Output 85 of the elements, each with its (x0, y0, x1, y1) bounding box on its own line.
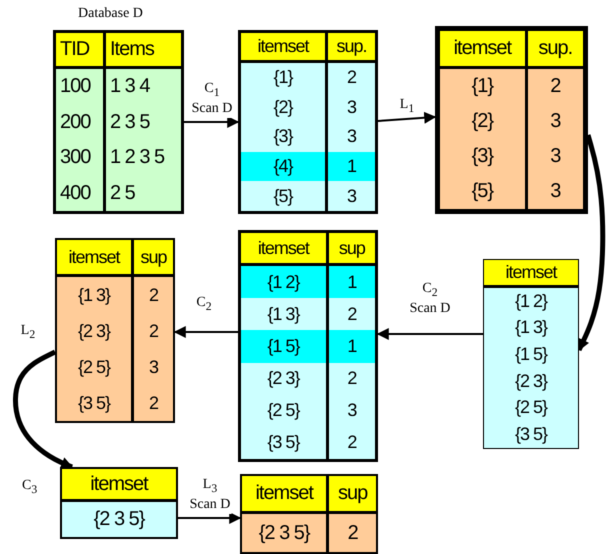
table-value: 1 3 4 (103, 69, 181, 104)
column-header: itemset (62, 469, 176, 502)
table-value: {1 3} (76, 284, 112, 307)
arrow (174, 326, 238, 338)
table-value: {2 3} (266, 367, 301, 390)
table-value: 100 (59, 74, 92, 100)
table-value: {2 3} (514, 370, 549, 393)
table-value: {5} (470, 179, 495, 204)
table-value: {2 3 5} (92, 507, 146, 532)
table-value: {3} (470, 144, 495, 169)
table-value: {3 5} (76, 392, 112, 415)
arrow (184, 116, 240, 128)
table-value: {1 5} (241, 330, 326, 362)
column-header: itemset (57, 240, 131, 277)
arrow (178, 512, 242, 524)
table-value: 2 (524, 69, 583, 104)
itemset-table (238, 230, 378, 462)
table-value: 2 (131, 277, 173, 313)
table-value: 2 (131, 385, 173, 421)
column-header: itemset (242, 476, 326, 514)
table-value: {2 3 5} (258, 520, 312, 546)
column-header: sup (131, 240, 173, 277)
arrow (378, 112, 436, 124)
column-header: sup. (524, 31, 583, 69)
table-value: 200 (59, 110, 92, 135)
table-value: {2 5} (266, 399, 301, 422)
table-value: {2 5} (76, 356, 112, 379)
table-value: {3 5} (514, 423, 549, 446)
table-value: {1 2} (241, 266, 326, 298)
itemset-table (240, 474, 378, 554)
table-value: {3} (272, 125, 294, 148)
table-value: 1 (326, 266, 375, 298)
table-value: 3 (325, 92, 375, 122)
table-value: 3 (524, 139, 583, 174)
itemset-table (435, 26, 588, 214)
column-header: itemset (484, 260, 578, 288)
table-value: {2 3} (76, 320, 112, 343)
table-value: {5} (272, 184, 294, 208)
table-value: {1} (470, 74, 495, 99)
itemset-table (483, 259, 579, 449)
table-value: 1 2 3 5 (103, 140, 181, 176)
column-header: sup. (325, 33, 375, 63)
itemset-table (60, 467, 178, 539)
column-header: Items (103, 33, 181, 69)
arrow (13, 350, 74, 470)
table-value: 400 (59, 180, 92, 206)
table-value: 300 (59, 145, 92, 170)
column-header: sup (326, 233, 375, 266)
table-value: {2} (470, 109, 495, 134)
table-value: 3 (524, 104, 583, 139)
column-header: itemset (241, 233, 326, 266)
table-value: {4} (241, 152, 325, 182)
table-value: {3 5} (266, 431, 301, 454)
itemset-table (53, 30, 184, 214)
column-header: sup (326, 476, 376, 514)
table-value: 2 (326, 362, 375, 395)
table-value: 2 5 (103, 176, 181, 211)
table-caption: C$_{3}$ (22, 478, 38, 496)
table-value: 3 (325, 181, 375, 211)
itemset-table (55, 238, 175, 423)
column-header: TID (56, 33, 103, 69)
column-header: itemset (440, 31, 525, 69)
table-value: {1 2} (514, 290, 549, 313)
table-value: 1 (325, 152, 375, 182)
table-value: {2 5} (514, 396, 549, 420)
table-value: 2 (325, 63, 375, 93)
edge-label: L$_{3}$ Scan D (188, 476, 232, 514)
table-value: {1} (272, 66, 294, 90)
column-header: itemset (241, 33, 325, 63)
table-value: 2 3 5 (103, 104, 181, 140)
table-caption: Database D (78, 6, 143, 22)
table-value: 2 (131, 313, 173, 349)
table-value: {2} (272, 96, 294, 119)
itemset-table (238, 30, 378, 214)
arrow (376, 328, 483, 340)
table-value: 2 (326, 514, 376, 552)
edge-label: C$_{1}$ Scan D (190, 80, 234, 118)
table-value: 3 (326, 394, 375, 427)
table-value: 3 (524, 174, 583, 209)
table-value: {1 3} (514, 316, 549, 340)
table-value: 3 (131, 349, 173, 385)
table-value: 1 (326, 330, 375, 362)
table-value: {1 3} (266, 302, 301, 326)
table-value: {1 5} (514, 343, 549, 366)
table-value: 2 (326, 426, 375, 459)
